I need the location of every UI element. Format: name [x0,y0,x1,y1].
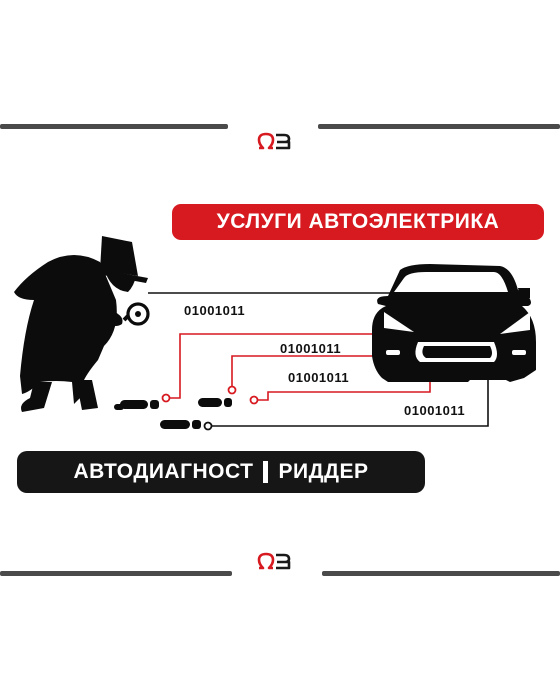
node-red-3 [249,395,259,405]
brand-banner: АВТОДИАГНОСТ РИДДЕР [17,451,425,493]
line-black-4 [212,378,489,427]
logo-icon [257,552,291,570]
services-banner-text: УСЛУГИ АВТОЭЛЕКТРИКА [216,210,500,233]
brand-banner-right: РИДДЕР [278,460,369,483]
binary-code-2: 01001011 [280,341,342,356]
car-icon [372,264,536,382]
line-red-3 [258,376,431,401]
top-divider-right [318,124,560,129]
top-divider-left [0,124,228,129]
line-red-1 [170,333,383,399]
footprints-icon [114,398,232,429]
binary-code-1: 01001011 [184,303,246,318]
line-red-2 [231,355,384,387]
binary-code-4: 01001011 [404,403,466,418]
logo-icon [257,132,291,150]
magnifier-icon [122,302,150,326]
node-red-1 [161,393,171,403]
bottom-divider-left [0,571,232,576]
services-banner: УСЛУГИ АВТОЭЛЕКТРИКА [172,204,544,240]
binary-code-3: 01001011 [288,370,350,385]
detective-icon [14,236,148,412]
bottom-divider-right [322,571,560,576]
node-red-2 [227,385,237,395]
brand-banner-left: АВТОДИАГНОСТ [73,460,254,483]
banner-separator [263,461,269,483]
node-black-4 [203,421,213,431]
